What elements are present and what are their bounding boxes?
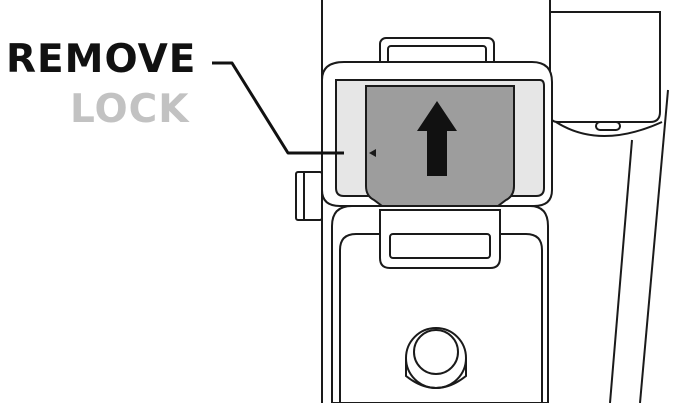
side-housing xyxy=(549,11,663,137)
leader-line xyxy=(212,61,344,155)
latch-grip xyxy=(379,209,501,269)
up-arrow-icon xyxy=(417,101,457,176)
release-button xyxy=(405,327,467,389)
side-bracket xyxy=(295,171,323,221)
lock-label: LOCK xyxy=(70,87,190,132)
remove-label: REMOVE xyxy=(6,37,197,82)
triangle-left-icon xyxy=(369,149,376,157)
